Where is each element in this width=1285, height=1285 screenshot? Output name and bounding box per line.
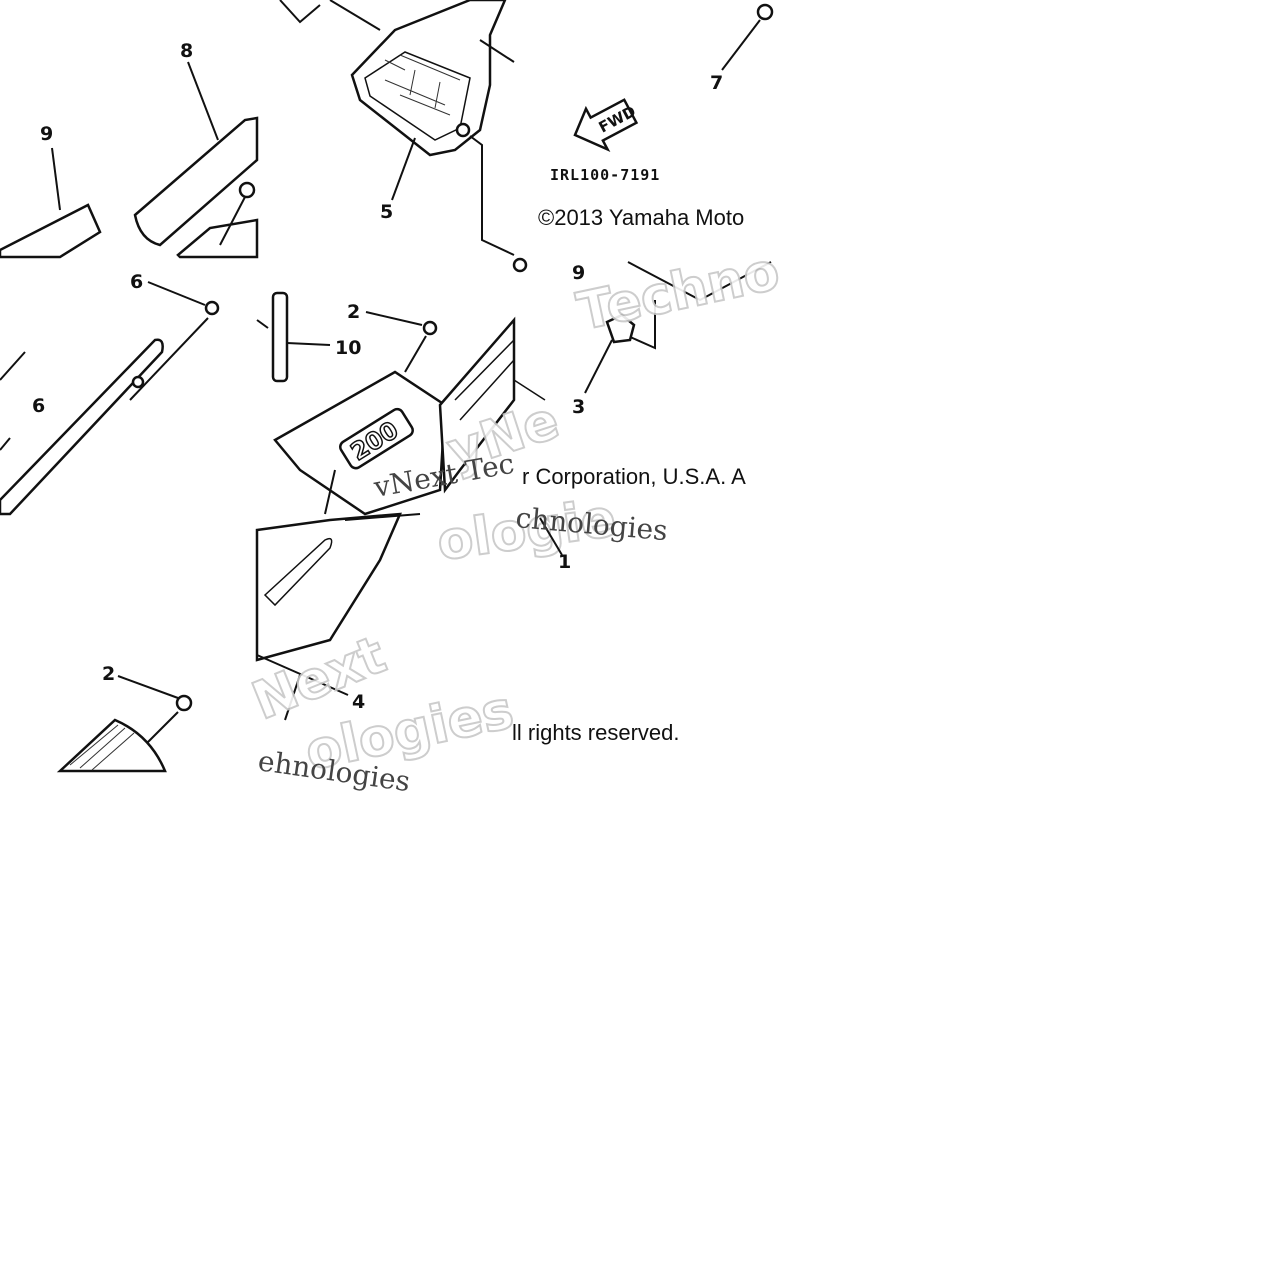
diagram-code: IRL100-7191 (550, 166, 660, 184)
tile-mid-left (0, 281, 220, 516)
callout-2-lower: 2 (102, 663, 115, 685)
tile-top-middle (279, 0, 515, 256)
tile-center: 200 (256, 257, 528, 516)
tile-bottom-left (56, 675, 193, 773)
fwd-arrow-icon: FWD (573, 98, 639, 152)
callout-6-lower: 6 (32, 395, 45, 417)
callout-3: 3 (572, 396, 585, 418)
callout-9-right: 9 (572, 262, 585, 284)
callout-5: 5 (380, 201, 393, 223)
tile-top-right: FWD (573, 3, 774, 152)
callout-4: 4 (352, 691, 365, 713)
tile-bottom-right (539, 517, 563, 556)
callout-1: 1 (558, 551, 571, 573)
tile-mid-right (513, 261, 772, 401)
callout-7: 7 (710, 72, 723, 94)
callout-9: 9 (40, 123, 53, 145)
callout-6-upper: 6 (130, 271, 143, 293)
tile-bottom-middle (255, 512, 421, 721)
callout-8: 8 (180, 40, 193, 62)
copyright-segment-3: ll rights reserved. (512, 720, 680, 745)
tile-top-left (0, 61, 259, 259)
copyright-segment-2: r Corporation, U.S.A. A (522, 464, 746, 489)
callout-2-upper: 2 (347, 301, 360, 323)
watermark-techno: Techno (572, 242, 784, 343)
copyright-segment-1: ©2013 Yamaha Moto (538, 205, 744, 230)
callout-10: 10 (335, 337, 361, 359)
